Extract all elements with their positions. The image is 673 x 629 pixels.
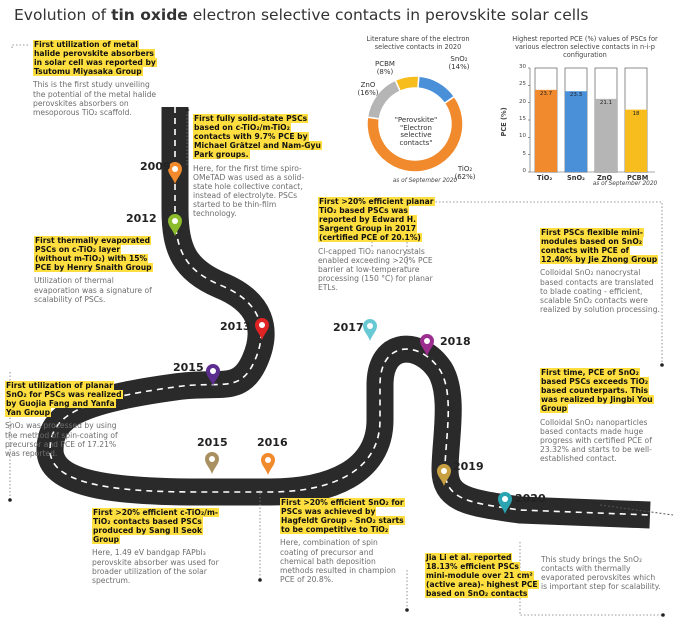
- year-label: 2019: [453, 460, 484, 473]
- event-2009: First utilization of metal halide perovs…: [33, 40, 158, 117]
- page-title: Evolution of tin oxide electron selectiv…: [14, 6, 588, 24]
- event-2012-solid-state: First fully solid-state PSCs based on c-…: [193, 114, 322, 219]
- year-label: 2016: [257, 436, 288, 449]
- location-pin-icon: [437, 464, 451, 486]
- center-label-line: "Perovskite": [394, 116, 438, 124]
- location-pin-icon: [420, 334, 434, 356]
- slice-label-pcbm: PCBM(8%): [370, 60, 400, 76]
- year-label: 2009: [140, 160, 171, 173]
- location-pin-icon: [261, 453, 275, 475]
- event-2020-headline: Jia Li et al. reported 18.13% efficient …: [425, 553, 539, 599]
- bar-value-label: 23.7: [539, 90, 553, 97]
- year-label: 2015: [197, 436, 228, 449]
- bar-y-tick-label: 20: [519, 98, 526, 105]
- bar-y-tick-label: 10: [519, 133, 526, 140]
- donut-slice-pcbm: [394, 75, 420, 93]
- title-bold: tin oxide: [111, 6, 188, 24]
- center-label-line: "Electron selective: [400, 123, 432, 140]
- year-label: 2012: [126, 212, 157, 225]
- event-2017: First >20% efficient planar TiO₂ based P…: [318, 197, 440, 292]
- bar-category-label: ZnO: [597, 174, 613, 182]
- slice-label-zno: ZnO(16%): [353, 81, 383, 97]
- bar-y-tick-label: 25: [519, 81, 526, 88]
- event-body: Colloidal SnO₂ nanocrystal based contact…: [540, 268, 660, 314]
- event-body: Here, for the first time spiro-OMeTAD wa…: [193, 163, 305, 219]
- event-headline: First utilization of metal halide perovs…: [33, 40, 157, 77]
- year-label: 2015: [173, 361, 204, 374]
- event-2019: First time, PCE of SnO₂ based PSCs excee…: [540, 368, 662, 463]
- bar-y-tick-label: 30: [519, 64, 526, 70]
- bar-y-tick-label: 0: [522, 168, 527, 174]
- event-headline: First >20% efficient SnO₂ for PSCs was a…: [280, 498, 405, 535]
- event-2018: First PSCs flexible mini-modules based o…: [540, 228, 660, 314]
- slice-label-tio2: TiO₂(62%): [450, 165, 480, 181]
- bar-category-label: SnO₂: [567, 174, 585, 182]
- event-body: This is the first study unveiling the po…: [33, 80, 157, 117]
- location-pin-icon: [168, 214, 182, 236]
- bar-chart-ylabel: PCE (%): [500, 107, 509, 137]
- location-pin-icon: [498, 492, 512, 514]
- donut-center-label: "Perovskite" "Electron selective contact…: [386, 116, 446, 148]
- event-body: Cl-capped TiO₂ nanocrystals enabled exce…: [318, 246, 433, 292]
- year-label: 2020: [515, 492, 546, 505]
- bar-category-label: PCBM: [627, 174, 649, 182]
- event-body: Utilization of thermal evaporation was a…: [34, 276, 152, 304]
- location-pin-icon: [206, 364, 220, 386]
- bar-y-tick-label: 15: [519, 116, 526, 122]
- slice-percent: (14%): [448, 62, 470, 71]
- event-2020-body: This study brings the SnO₂ contacts with…: [541, 555, 661, 591]
- slice-percent: (8%): [376, 67, 394, 76]
- event-body: Colloidal SnO₂ nanoparticles based conta…: [540, 417, 652, 463]
- event-headline: First >20% efficient planar TiO₂ based P…: [318, 197, 435, 243]
- pie-note: as of September 2020: [392, 178, 458, 184]
- slice-percent: (16%): [357, 88, 379, 97]
- title-suffix: electron selective contacts in perovskit…: [187, 6, 589, 24]
- bar-y-tick-label: 5: [522, 150, 527, 157]
- bar-value-label: 18: [632, 110, 640, 117]
- bar-value-label: 23.3: [569, 92, 583, 99]
- slice-name: SnO₂: [450, 55, 468, 63]
- year-label: 2017: [333, 321, 364, 334]
- event-headline: First thermally evaporated PSCs on c-TiO…: [34, 236, 153, 273]
- bar-value-label: 21.1: [599, 99, 613, 106]
- bar-tio: [535, 89, 557, 172]
- slice-label-sno2: SnO₂(14%): [444, 55, 474, 71]
- bar-zno: [595, 98, 617, 172]
- center-label-line: contacts": [399, 139, 433, 148]
- event-2013: First thermally evaporated PSCs on c-TiO…: [34, 236, 154, 304]
- event-body: SnO₂ was processed by using the method o…: [5, 421, 118, 458]
- slice-name: ZnO: [360, 81, 376, 89]
- bar-chart-title: Highest reported PCE (%) values of PSCs …: [512, 35, 658, 59]
- pie-chart-title: Literature share of the electron selecti…: [366, 35, 470, 51]
- location-pin-icon: [363, 319, 377, 341]
- location-pin-icon: [205, 452, 219, 474]
- slice-name: TiO₂: [457, 165, 473, 173]
- location-pin-icon: [168, 162, 182, 184]
- year-label: 2013: [220, 320, 251, 333]
- bar-category-label: TiO₂: [537, 174, 553, 182]
- event-2015-planar-sno2: First utilization of planar SnO₂ for PSC…: [5, 381, 131, 458]
- bar-note: as of September 2020: [592, 181, 658, 187]
- event-2015-seok: First >20% efficient c-TiO₂/m-TiO₂ conta…: [92, 508, 222, 585]
- event-body: This study brings the SnO₂ contacts with…: [541, 555, 661, 592]
- year-label: 2018: [440, 335, 471, 348]
- bar-pcbm: [625, 109, 647, 172]
- slice-percent: (62%): [454, 172, 476, 181]
- slice-name: PCBM: [375, 60, 395, 68]
- location-pin-icon: [255, 318, 269, 340]
- title-prefix: Evolution of: [14, 6, 112, 24]
- event-body: Here, 1.49 eV bandgap FAPbI₃ perovskite …: [92, 548, 219, 585]
- bar-sno: [565, 91, 587, 172]
- event-body: Here, combination of spin coating of pre…: [280, 538, 396, 584]
- event-2016: First >20% efficient SnO₂ for PSCs was a…: [280, 498, 405, 584]
